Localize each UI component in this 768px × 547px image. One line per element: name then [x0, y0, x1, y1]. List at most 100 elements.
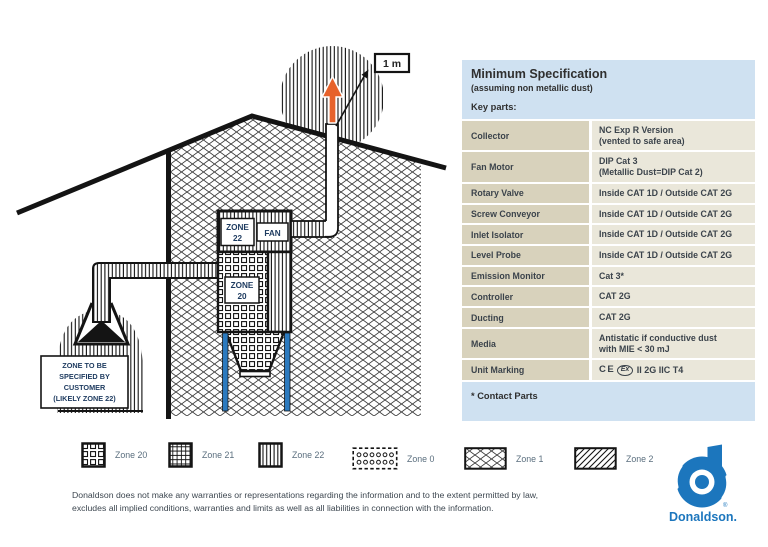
- table-row: Inlet Isolator Inside CAT 1D / Outside C…: [462, 225, 755, 245]
- row-value-line1: NC Exp R Version: [599, 125, 674, 135]
- spec-subtitle: (assuming non metallic dust): [471, 83, 593, 93]
- row-value-line2: (Metallic Dust=DIP Cat 2): [599, 167, 703, 178]
- legend-item-zone0: Zone 0: [352, 447, 434, 470]
- row-label: Level Probe: [462, 246, 589, 265]
- table-row: Controller CAT 2G: [462, 287, 755, 307]
- legend-item-zone1: Zone 1: [464, 447, 543, 470]
- row-value: Inside CAT 1D / Outside CAT 2G: [592, 204, 755, 224]
- zone0-dotted-pattern-icon: [352, 447, 398, 470]
- table-row: Screw Conveyor Inside CAT 1D / Outside C…: [462, 204, 755, 224]
- table-row: Emission Monitor Cat 3*: [462, 266, 755, 286]
- fan-label: FAN: [264, 229, 280, 238]
- fan-label-box: [256, 222, 289, 242]
- row-value-line1: Inside CAT 1D / Outside CAT 2G: [599, 187, 733, 198]
- donaldson-logo: ® Donaldson.: [669, 444, 737, 524]
- customer-note-line4: (LIKELY ZONE 22): [53, 394, 116, 403]
- zone20-label-box: [224, 276, 260, 304]
- ce-marking-icon: CE: [599, 364, 616, 376]
- row-value: CAT 2G: [592, 287, 755, 307]
- spec-title: Minimum Specification: [471, 67, 608, 81]
- row-label: Controller: [462, 287, 589, 307]
- disclaimer-text: Donaldson does not make any warranties o…: [72, 489, 632, 514]
- row-label: Rotary Valve: [462, 183, 589, 203]
- legend-label: Zone 0: [407, 453, 435, 464]
- row-value-line1: Inside CAT 1D / Outside CAT 2G: [599, 250, 733, 261]
- minimum-specification-panel: Minimum Specification (assuming non meta…: [462, 60, 755, 421]
- customer-note-line3: CUSTOMER: [64, 383, 106, 392]
- row-label: Screw Conveyor: [462, 204, 589, 224]
- unit-marking-value: CE Ex II 2G IIC T4: [599, 364, 751, 376]
- row-value: Inside CAT 1D / Outside CAT 2G: [592, 183, 755, 203]
- legend-label: Zone 1: [516, 453, 544, 464]
- row-label: Media: [462, 328, 589, 359]
- clearance-pointer-line: [335, 72, 367, 127]
- row-value-line1: Inside CAT 1D / Outside CAT 2G: [599, 229, 733, 240]
- legend-item-zone20: Zone 20: [81, 442, 147, 468]
- row-value-unit-marking: CE Ex II 2G IIC T4: [592, 360, 755, 380]
- row-label: Ducting: [462, 308, 589, 327]
- row-value-line1: Inside CAT 1D / Outside CAT 2G: [599, 208, 733, 219]
- row-value-line1: CAT 2G: [599, 312, 631, 323]
- clearance-label: 1 m: [383, 58, 401, 70]
- row-value: Inside CAT 1D / Outside CAT 2G: [592, 246, 755, 265]
- customer-note-line2: SPECIFIED BY: [59, 372, 110, 381]
- row-label: Collector: [462, 121, 589, 151]
- zone22-label-box: [220, 217, 255, 247]
- row-value: DIP Cat 3 (Metallic Dust=DIP Cat 2): [592, 152, 755, 182]
- atex-ex-badge-icon: Ex: [617, 364, 633, 376]
- row-value: Inside CAT 1D / Outside CAT 2G: [592, 225, 755, 245]
- table-row: Collector NC Exp R Version (vented to sa…: [462, 121, 755, 151]
- zone1-crosshatch-pattern-icon: [464, 447, 507, 470]
- exhaust-stack-body: [326, 124, 338, 237]
- exhaust-flow-arrow-icon: [320, 74, 345, 124]
- inlet-duct: [92, 262, 219, 323]
- table-row: Media Antistatic if conductive dust with…: [462, 328, 755, 359]
- legend-label: Zone 20: [115, 450, 148, 460]
- customer-note-line1: ZONE TO BE: [62, 361, 107, 370]
- legend-item-zone2: Zone 2: [574, 447, 653, 470]
- disclaimer-line1: Donaldson does not make any warranties o…: [72, 490, 539, 500]
- disclaimer-line2: excludes all implied conditions, warrant…: [72, 502, 494, 513]
- table-row: Level Probe Inside CAT 1D / Outside CAT …: [462, 246, 755, 265]
- row-value-line1: DIP Cat 3: [599, 156, 638, 167]
- spec-header: Minimum Specification (assuming non meta…: [462, 60, 755, 119]
- fan-outlet-duct: [290, 220, 332, 238]
- zone20-label-line1: ZONE: [231, 281, 254, 290]
- logo-wordmark: Donaldson.: [669, 510, 737, 524]
- zone22-vertical-stripe-pattern-icon: [258, 442, 283, 468]
- legend-item-zone22: Zone 22: [258, 442, 324, 468]
- spec-key-parts-heading: Key parts:: [471, 102, 517, 112]
- table-row: Ducting CAT 2G: [462, 308, 755, 327]
- hood-cone: [78, 320, 125, 342]
- donaldson-d-mark-icon: [673, 444, 731, 508]
- support-leg-right: [284, 332, 291, 412]
- row-label: Fan Motor: [462, 152, 589, 182]
- spec-footnote: * Contact Parts: [462, 381, 755, 421]
- dust-collector-zone-diagram: ZONE TO BE SPECIFIED BY CUSTOMER (LIKELY…: [16, 46, 447, 419]
- atex-code: II 2G IIC T4: [636, 364, 684, 375]
- row-value: CAT 2G: [592, 308, 755, 327]
- clearance-label-box: [373, 52, 411, 74]
- legend-label: Zone 2: [626, 453, 654, 464]
- registered-mark: ®: [723, 502, 728, 509]
- zone21-fine-grid-pattern-icon: [168, 442, 193, 468]
- table-row: Unit Marking CE Ex II 2G IIC T4: [462, 360, 755, 380]
- customer-note-box: [40, 355, 129, 409]
- zone20-label-line2: 20: [237, 292, 247, 301]
- collector-side-column: [266, 250, 293, 334]
- table-row: Rotary Valve Inside CAT 1D / Outside CAT…: [462, 183, 755, 203]
- zone22-label-line2: 22: [233, 234, 243, 243]
- clearance-pointer-arrowhead-icon: [361, 69, 369, 79]
- row-value-line2: (vented to safe area): [599, 135, 685, 146]
- row-value: Cat 3*: [592, 266, 755, 286]
- row-value-line2: with MIE < 30 mJ: [599, 343, 670, 354]
- row-label: Emission Monitor: [462, 266, 589, 286]
- row-value-line1: Antistatic if conductive dust: [599, 332, 717, 343]
- zone20-square-grid-pattern-icon: [81, 442, 106, 468]
- row-value-line1: CAT 2G: [599, 291, 631, 302]
- legend-item-zone21: Zone 21: [168, 442, 234, 468]
- row-label: Unit Marking: [462, 360, 589, 380]
- zone22-label-line1: ZONE: [226, 223, 249, 232]
- row-value: NC Exp R Version (vented to safe area): [592, 121, 755, 151]
